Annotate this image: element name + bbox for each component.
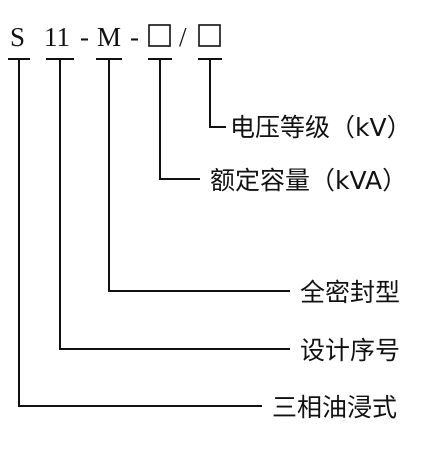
leader-voltage: [209, 59, 226, 128]
leader-capacity: [159, 59, 200, 180]
labels: 电压等级（kV） 额定容量（kVA） 全密封型 设计序号 三相油浸式: [210, 113, 412, 422]
label-fully-sealed: 全密封型: [300, 278, 400, 307]
capacity-placeholder-box: [148, 24, 171, 47]
code-m: M: [97, 22, 121, 52]
label-design-series: 设计序号: [300, 336, 400, 365]
code-slash: /: [179, 22, 187, 52]
code-dash-2: -: [130, 22, 139, 52]
leader-fully-sealed: [108, 59, 290, 292]
leader-lines: [18, 59, 290, 407]
code-s: S: [10, 22, 25, 52]
label-rated-capacity: 额定容量（kVA）: [210, 166, 407, 195]
label-voltage-class: 电压等级（kV）: [230, 113, 412, 142]
leader-design-series: [59, 59, 290, 350]
voltage-placeholder-box: [198, 24, 221, 47]
code-dash-1: -: [80, 22, 89, 52]
leader-three-phase-oil: [18, 59, 262, 407]
label-three-phase-oil-immersed: 三相油浸式: [272, 393, 397, 422]
designation-code: S 11 - M - /: [10, 22, 221, 52]
code-series-number: 11: [44, 22, 70, 52]
